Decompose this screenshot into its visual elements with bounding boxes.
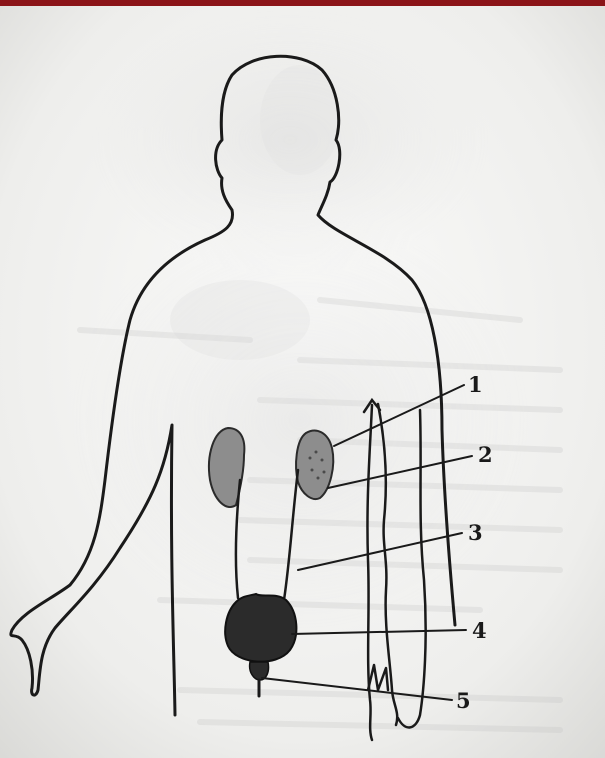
callout-4: 4 [472,618,487,643]
top-bar [0,0,605,6]
callout-2: 2 [478,442,493,467]
callout-3: 3 [468,520,483,545]
urinary-bladder [225,594,296,662]
callout-1: 1 [468,372,483,397]
callout-5: 5 [456,688,471,713]
